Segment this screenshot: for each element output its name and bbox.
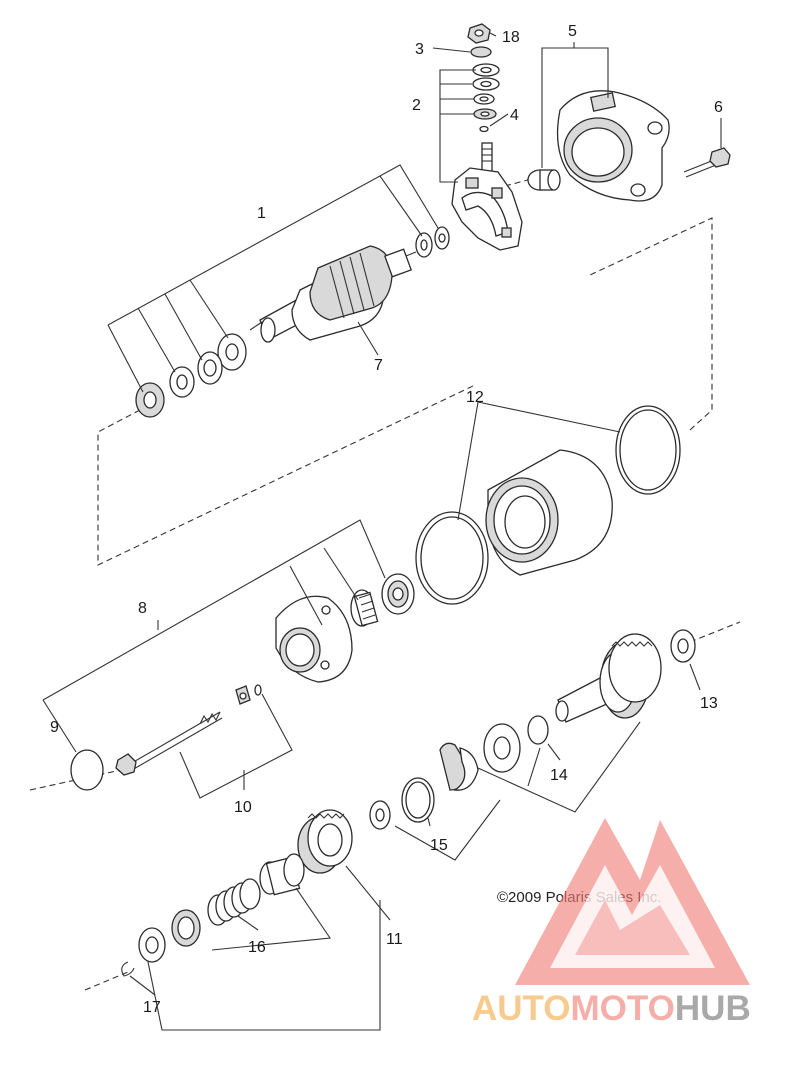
callout-11: 11 — [386, 931, 403, 948]
nut-part — [467, 23, 491, 44]
leader-lines — [42, 32, 722, 1031]
brush-plate-part — [451, 167, 523, 251]
callout-5: 5 — [568, 23, 577, 40]
through-bolt-part — [683, 147, 731, 178]
end-housing-part — [556, 90, 670, 202]
watermark-auto: AUTO — [472, 989, 571, 1028]
washer-part — [470, 46, 492, 58]
callout-3: 3 — [415, 41, 424, 58]
callout-1: 1 — [257, 205, 266, 222]
clip-part — [121, 961, 135, 977]
armature-assembly — [135, 226, 450, 418]
needle-bearing-part — [350, 589, 379, 627]
callout-17: 17 — [143, 999, 161, 1016]
callout-10: 10 — [234, 799, 252, 816]
bushing-part — [527, 169, 561, 191]
callout-16: 16 — [248, 939, 266, 956]
cap-disc-part — [70, 749, 104, 791]
callout-6: 6 — [714, 99, 723, 116]
o-ring-part — [479, 125, 489, 133]
callout-4: 4 — [510, 107, 519, 124]
callout-7: 7 — [374, 357, 383, 374]
collar-part — [259, 853, 305, 896]
overrunning-clutch-part — [297, 809, 353, 874]
washer-stack-part — [472, 63, 500, 120]
watermark-logo-text: AUTOMOTOHUB — [472, 989, 751, 1028]
callout-12: 12 — [466, 389, 484, 406]
watermark-hub: HUB — [675, 989, 751, 1028]
callout-labels: 1 2 3 4 5 6 7 8 9 10 11 12 13 14 15 16 1… — [50, 23, 723, 1016]
callout-14: 14 — [550, 767, 568, 784]
callout-13: 13 — [700, 695, 718, 712]
armature-washer-stack-part — [135, 333, 247, 418]
gear-housing-assembly — [70, 573, 415, 791]
watermark-triangle-logo — [515, 818, 750, 985]
terminal-bolt-part — [481, 142, 493, 174]
callout-8: 8 — [138, 600, 147, 617]
snap-ring-part — [527, 715, 549, 745]
pinion-shaft-part — [555, 633, 662, 723]
spring-part — [207, 878, 261, 926]
callout-9: 9 — [50, 719, 59, 736]
callout-18: 18 — [502, 29, 520, 46]
armature-part — [249, 245, 417, 343]
drive-housing-part — [275, 595, 353, 683]
drive-assembly — [121, 629, 696, 977]
watermark-moto: MOTO — [571, 989, 675, 1028]
bolt-and-washer-part — [115, 684, 262, 776]
callout-2: 2 — [412, 97, 421, 114]
automotohub-watermark: AUTOMOTOHUB — [472, 818, 751, 1028]
motor-housing-assembly — [415, 405, 681, 605]
clutch-segment-part — [439, 742, 479, 791]
callout-15: 15 — [430, 837, 448, 854]
end-cap-assembly — [451, 23, 731, 251]
